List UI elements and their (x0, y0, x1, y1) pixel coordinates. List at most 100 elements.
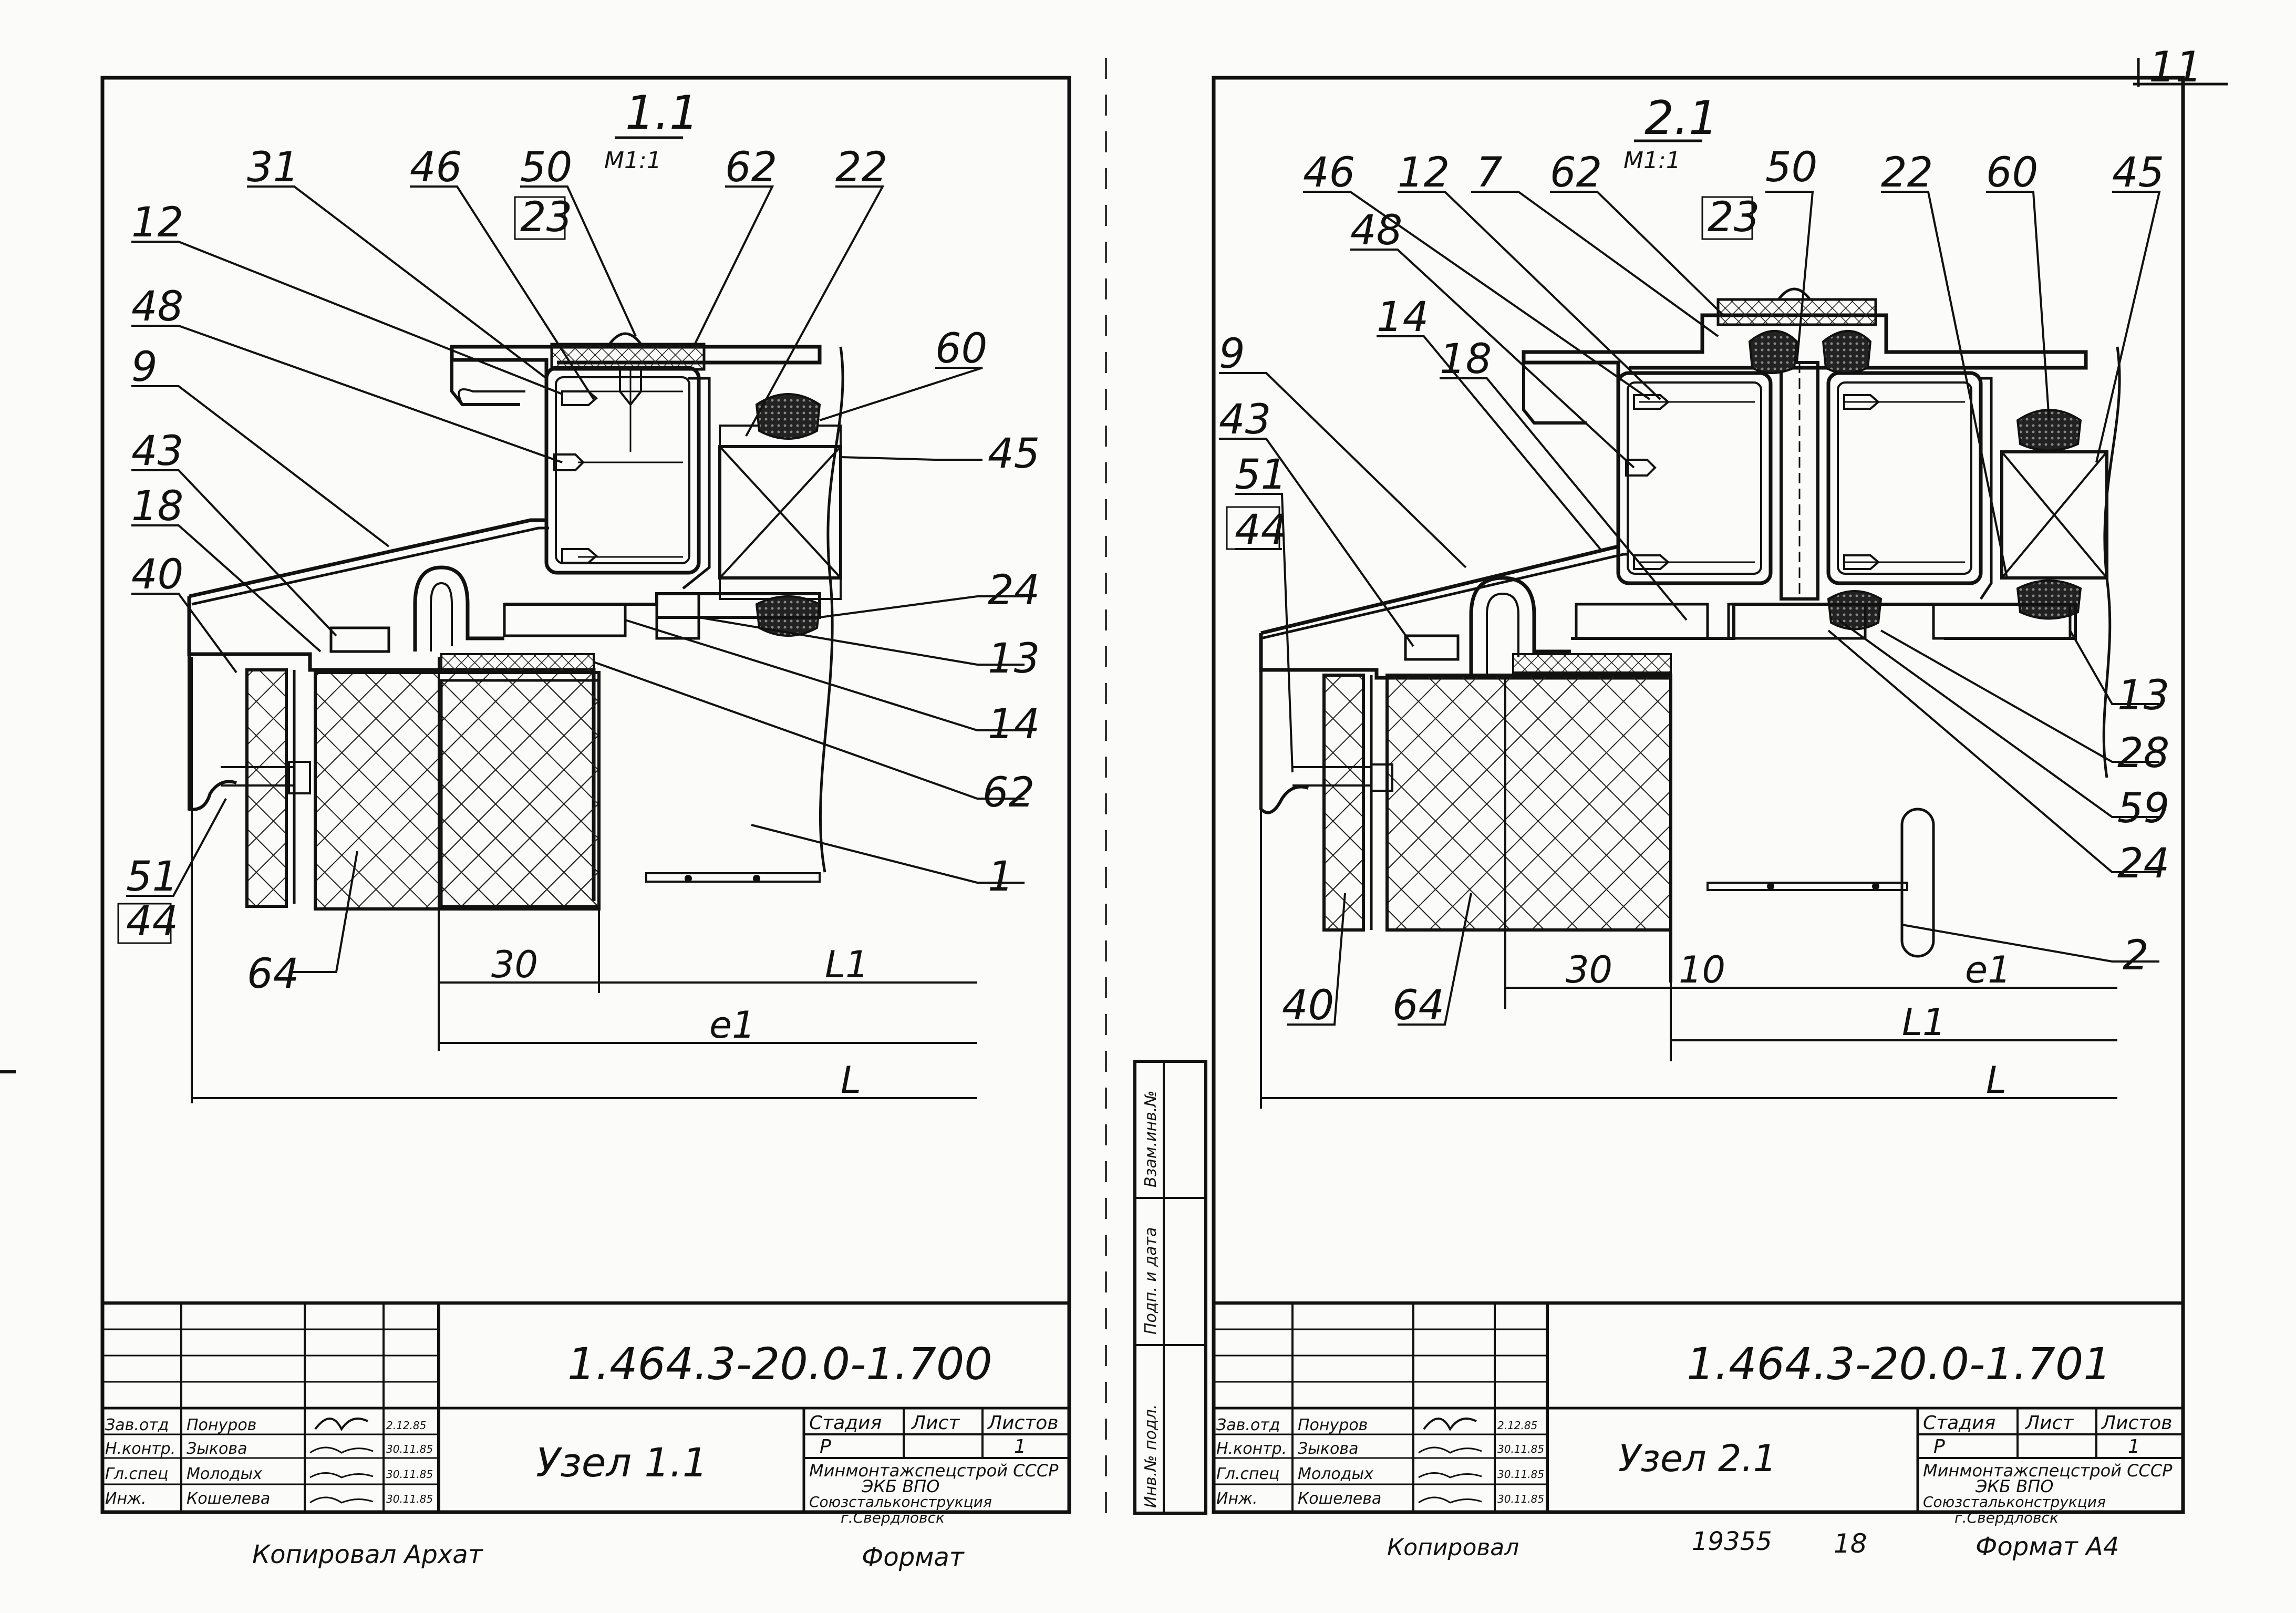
right-date-3: 30.11.85 (1497, 1468, 1544, 1481)
left-section-title: 1.1 (625, 86, 699, 140)
rcallout-9: 9 (1219, 330, 1245, 378)
callout-18: 18 (131, 483, 183, 530)
left-name-2: Зыкова (187, 1440, 247, 1458)
right-stage-header: Стадия (1923, 1412, 1995, 1434)
rcallout-13: 13 (2117, 672, 2169, 719)
rcallout-60: 60 (1986, 149, 2038, 197)
callout-12: 12 (131, 199, 183, 246)
side-strip-replace: Взам.инв.№ (1142, 1090, 1160, 1187)
left-title-block (102, 1301, 1069, 1512)
rcallout-2: 2 (2123, 932, 2149, 979)
left-org-line2: ЭКБ ВПО (861, 1476, 939, 1496)
right-name-2: Зыкова (1298, 1440, 1358, 1458)
right-org-line3: Союзстальконструкция (1923, 1493, 2106, 1511)
callout-24: 24 (988, 567, 1040, 614)
right-signature-rows: Зав.отд Н.контр. Гл.спец Инж. Понуров Зы… (1216, 1416, 1544, 1508)
left-date-2: 30.11.85 (386, 1443, 433, 1455)
left-drawing-title: Узел 1.1 (536, 1439, 708, 1486)
rcallout-48: 48 (1350, 207, 1402, 254)
callout-45: 45 (988, 430, 1040, 478)
dim-e1-left: e1 (709, 1004, 756, 1047)
rcallout-50: 50 (1765, 144, 1817, 191)
side-strip: Взам.инв.№ Подп. и дата Инв.№ подл. (1133, 1060, 1207, 1515)
right-org-line4: г.Свердловск (1954, 1509, 2059, 1526)
left-org-line3: Союзстальконструкция (809, 1493, 992, 1511)
rcallout-40: 40 (1282, 982, 1334, 1029)
left-signature-1 (314, 1418, 368, 1431)
right-dimensions (1260, 678, 2117, 1109)
left-document-code: 1.464.3-20.0-1.700 (567, 1338, 992, 1390)
rcallout-12: 12 (1398, 149, 1450, 197)
left-date-4: 30.11.85 (386, 1493, 433, 1505)
rdim-L: L (1986, 1059, 2007, 1102)
rcallout-14: 14 (1377, 294, 1429, 341)
dim-l1-left: L1 (825, 943, 869, 986)
left-role-1: Зав.отд (105, 1416, 169, 1434)
callout-60: 60 (935, 325, 987, 373)
left-sheet-header: Лист (911, 1412, 960, 1434)
right-role-4: Инж. (1216, 1490, 1258, 1508)
right-name-4: Кошелева (1298, 1490, 1381, 1508)
right-title-block (1214, 1301, 2183, 1512)
rcallout-18: 18 (1440, 336, 1492, 383)
callout-14: 14 (988, 701, 1040, 748)
dim-L-left: L (841, 1059, 861, 1102)
left-name-4: Кошелева (187, 1490, 270, 1508)
rcallout-51: 51 (1235, 451, 1287, 499)
left-callouts (126, 185, 1025, 973)
rcallout-7: 7 (1476, 149, 1503, 197)
left-name-1: Понуров (187, 1416, 256, 1434)
right-role-1: Зав.отд (1216, 1416, 1280, 1434)
right-sheets-value: 1 (2128, 1436, 2140, 1457)
rcallout-62: 62 (1550, 149, 1602, 197)
right-document-code: 1.464.3-20.0-1.701 (1687, 1338, 2112, 1390)
rcallout-24: 24 (2117, 840, 2169, 887)
left-name-3: Молодых (187, 1465, 262, 1483)
right-org-line2: ЭКБ ВПО (1975, 1476, 2053, 1496)
rdim-30: 30 (1566, 948, 1612, 991)
right-org-line1: Минмонтажспецстрой СССР (1923, 1461, 2173, 1481)
rcallout-23: 23 (1708, 194, 1760, 241)
right-role-2: Н.контр. (1216, 1440, 1287, 1458)
callout-31: 31 (247, 144, 299, 191)
left-dimensions (191, 657, 977, 1103)
right-drawing-title: Узел 2.1 (1618, 1437, 1776, 1480)
left-org-line4: г.Свердловск (841, 1509, 945, 1526)
right-frame (1212, 76, 2185, 1514)
left-copied-by: Копировал Архат (252, 1540, 484, 1569)
left-role-3: Гл.спец (105, 1465, 168, 1483)
right-sheet-header: Лист (2024, 1412, 2074, 1434)
right-signature-4 (1418, 1496, 1482, 1504)
callout-9: 9 (131, 344, 158, 391)
left-format: Формат (862, 1543, 965, 1572)
rcallout-45: 45 (2112, 149, 2164, 197)
side-strip-sign-date: Подп. и дата (1142, 1227, 1160, 1335)
rcallout-46: 46 (1303, 149, 1355, 197)
callout-48: 48 (131, 283, 183, 330)
left-callout-labels: 31 46 50 23 62 22 12 48 9 43 18 40 51 44… (117, 144, 1040, 998)
callout-51: 51 (126, 853, 178, 901)
left-sheets-value: 1 (1014, 1436, 1026, 1457)
right-signature-3 (1418, 1472, 1482, 1478)
footer-page: 18 (1834, 1528, 1867, 1559)
rcallout-59: 59 (2117, 785, 2169, 832)
rcallout-44: 44 (1235, 506, 1287, 554)
side-strip-inv: Инв.№ подл. (1142, 1404, 1160, 1508)
left-signature-2 (309, 1446, 374, 1454)
left-date-3: 30.11.85 (386, 1468, 433, 1481)
rdim-10: 10 (1679, 948, 1725, 991)
right-callout-labels: 46 12 7 62 50 23 22 60 45 48 14 9 18 43 … (1219, 144, 2169, 1029)
left-role-4: Инж. (105, 1490, 147, 1508)
left-org-line1: Минмонтажспецстрой СССР (809, 1461, 1059, 1481)
footer-stamp: 19355 (1692, 1527, 1772, 1556)
callout-64: 64 (247, 950, 299, 998)
left-stage-value: Р (820, 1436, 831, 1457)
right-date-1: 2.12.85 (1497, 1419, 1537, 1432)
right-stage-value: Р (1933, 1436, 1945, 1457)
right-callouts (1219, 191, 2161, 1026)
left-scale: M1:1 (604, 147, 661, 174)
rdim-e1: e1 (1965, 948, 2011, 991)
right-format: Формат А4 (1976, 1532, 2119, 1562)
right-signature-2 (1418, 1446, 1482, 1454)
